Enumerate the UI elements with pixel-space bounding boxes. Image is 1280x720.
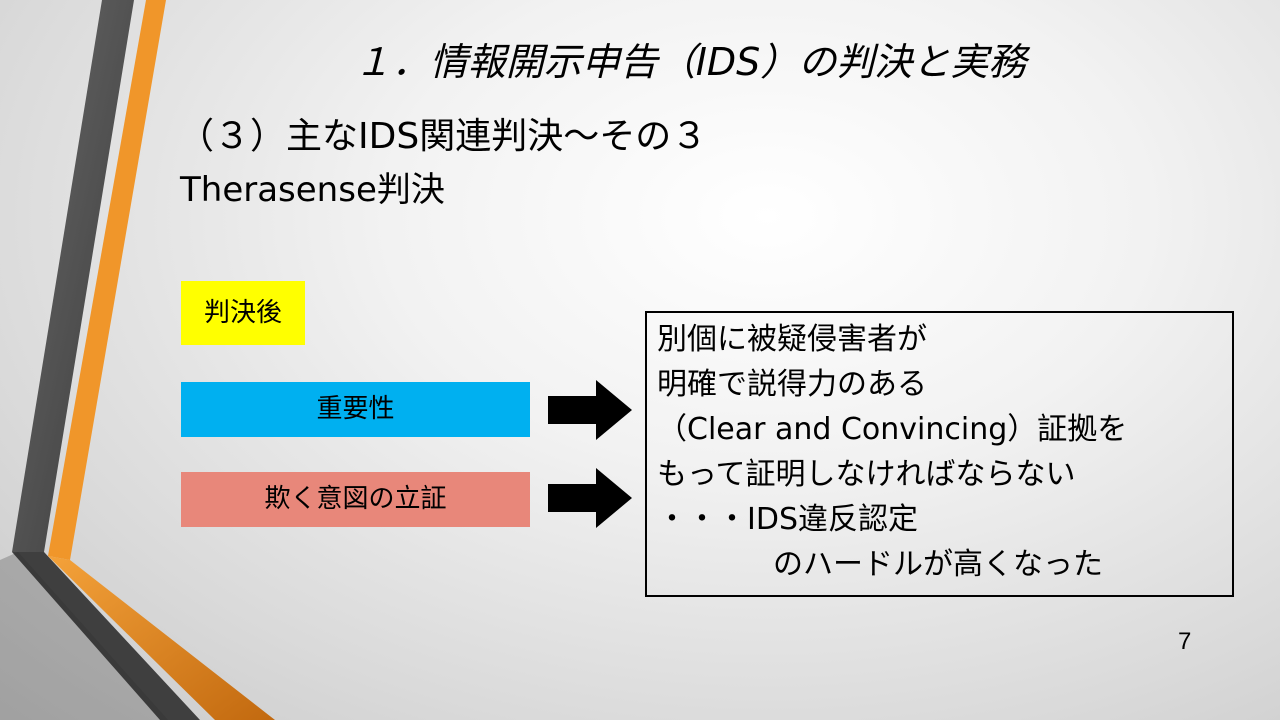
case-name: Therasense判決 [180,170,445,210]
orange-stripe-lower [48,556,275,720]
section-subtitle: （３）主なIDS関連判決～その３ [178,116,708,157]
gray-stripe [12,0,134,552]
right-arrow-icon [548,380,632,440]
slide-title: １．情報開示申告（IDS）の判決と実務 [353,40,1027,84]
materiality-box: 重要性 [181,382,530,437]
intent-to-deceive-box: 欺く意図の立証 [181,472,530,527]
page-number: 7 [1178,628,1192,655]
explanation-line: のハードルが高くなった [773,547,1103,582]
explanation-line: 明確で説得力のある [657,367,927,402]
explanation-line: もって証明しなければならない [657,457,1076,492]
explanation-line: （Clear and Convincing）証拠を [657,412,1128,447]
gray-stripe-lower [12,552,200,720]
explanation-line: ・・・IDS違反認定 [657,502,918,537]
orange-stripe [48,0,166,560]
dark-triangle [0,552,168,720]
explanation-box: 別個に被疑侵害者が 明確で説得力のある （Clear and Convincin… [645,311,1234,597]
right-arrow-icon [548,468,632,528]
explanation-line: 別個に被疑侵害者が [657,322,927,357]
after-judgment-label: 判決後 [181,281,305,345]
